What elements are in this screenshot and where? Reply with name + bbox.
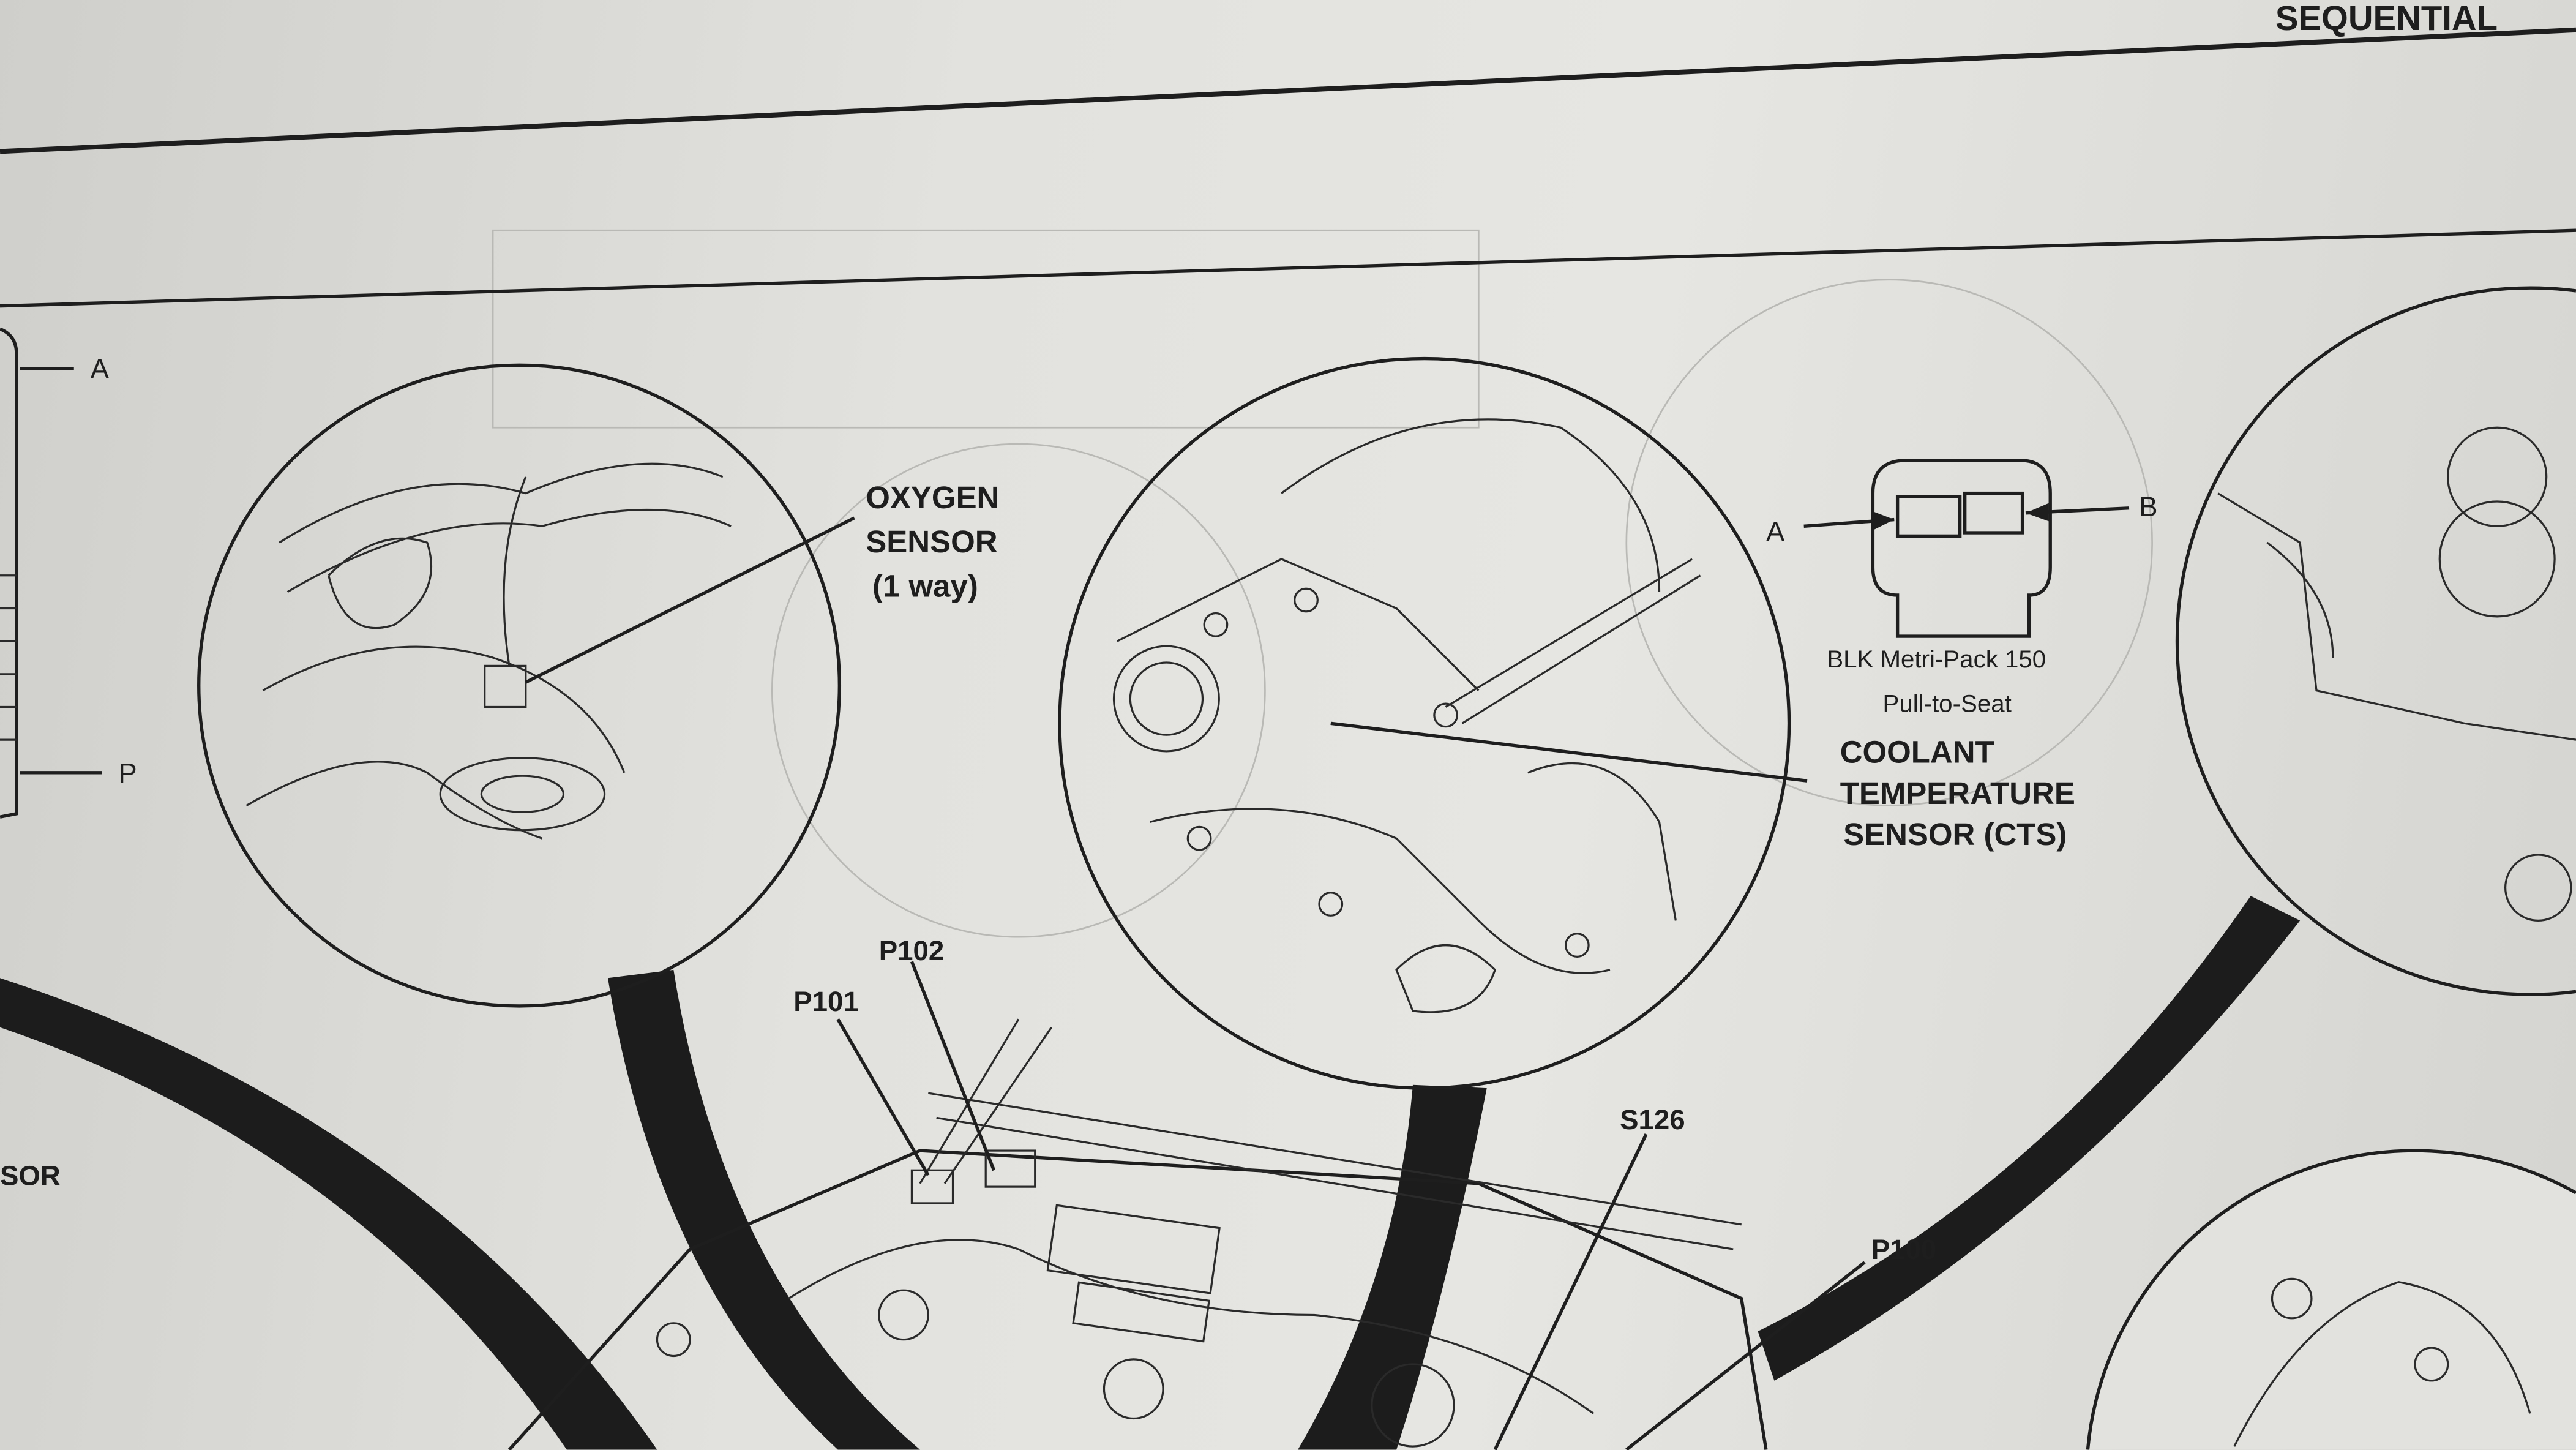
left-label-a: A [91, 353, 110, 385]
left-connector [0, 327, 102, 819]
cts-connector-label-b: B [2139, 491, 2157, 522]
cts-connector-seat: Pull-to-Seat [1882, 690, 2011, 718]
left-label-p: P [118, 757, 137, 789]
cts-connector-label-a: A [1766, 516, 1785, 547]
coolant-sensor-label-2: TEMPERATURE [1840, 776, 2075, 811]
oxygen-sensor-detail [197, 363, 855, 1008]
coolant-sensor-label-3: SENSOR (CTS) [1843, 817, 2067, 852]
callout-p101: P101 [793, 986, 859, 1017]
callout-s126: S126 [1620, 1104, 1685, 1135]
cts-connector-diagram [1803, 459, 2130, 638]
cts-connector-type: BLK Metri-Pack 150 [1827, 645, 2046, 673]
leader-bands [0, 896, 2301, 1450]
section-rule [0, 228, 2576, 308]
coolant-sensor-label-1: COOLANT [1840, 735, 1994, 770]
oxygen-sensor-label-1: OXYGEN [866, 480, 999, 515]
callout-p100: P100 [1871, 1234, 1937, 1265]
engine-bay-drawing [507, 1018, 1768, 1450]
callout-leaders [836, 961, 1866, 1450]
right-detail-upper [2175, 286, 2576, 996]
oxygen-sensor-label-3: (1 way) [872, 569, 978, 604]
right-detail-lower [2086, 1149, 2576, 1450]
bleed-through-text [492, 229, 2153, 938]
callout-p102: P102 [879, 935, 945, 966]
header-rule [0, 27, 2576, 154]
section-title: SEQUENTIAL [2275, 0, 2498, 37]
coolant-sensor-detail [1058, 356, 1808, 1090]
left-partial-label: SOR [0, 1160, 61, 1191]
oxygen-sensor-label-2: SENSOR [866, 524, 997, 559]
